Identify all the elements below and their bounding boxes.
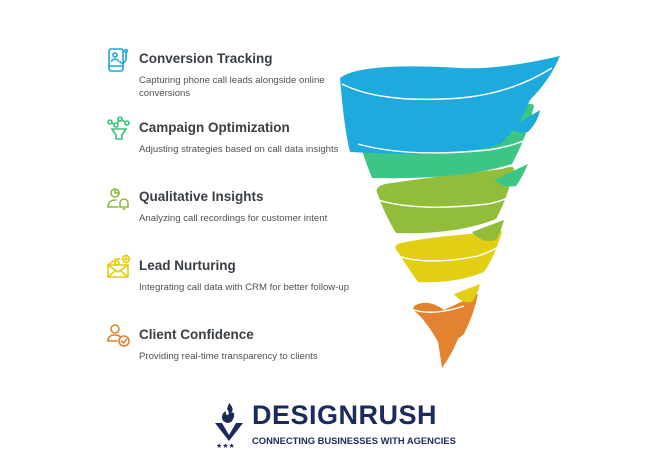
brand-name: DESIGNRUSH xyxy=(252,400,438,430)
designrush-emblem-icon: ★★★ xyxy=(215,403,243,449)
svg-text:★★★: ★★★ xyxy=(216,442,235,449)
item-title: Campaign Optimization xyxy=(139,120,290,135)
funnel-network-icon xyxy=(107,116,130,140)
funnel-band-lime xyxy=(376,167,514,241)
user-bell-icon xyxy=(107,188,129,210)
item-title: Client Confidence xyxy=(139,327,254,342)
item-title: Qualitative Insights xyxy=(139,189,264,204)
brand-tagline: CONNECTING BUSINESSES WITH AGENCIES xyxy=(252,435,456,446)
item-title: Conversion Tracking xyxy=(139,51,273,66)
spiral-funnel-graphic xyxy=(340,56,560,368)
item-title: Lead Nurturing xyxy=(139,258,236,273)
user-check-icon xyxy=(107,324,130,347)
item-description: Capturing phone call leads alongside onl… xyxy=(139,75,325,99)
designrush-logo: ★★★ DESIGNRUSH CONNECTING BUSINESSES WIT… xyxy=(214,399,456,451)
funnel-band-orange xyxy=(413,294,478,368)
funnel-band-edges xyxy=(341,67,553,313)
funnel-band-yellow xyxy=(395,231,502,303)
item-description: Analyzing call recordings for customer i… xyxy=(139,213,328,224)
item-description: Adjusting strategies based on call data … xyxy=(139,144,339,155)
phone-tracking-icon xyxy=(108,48,129,72)
envelope-user-icon xyxy=(107,254,131,278)
funnel-band-blue xyxy=(340,56,560,154)
item-description: Integrating call data with CRM for bette… xyxy=(139,282,350,293)
item-description: Providing real-time transparency to clie… xyxy=(139,351,318,362)
